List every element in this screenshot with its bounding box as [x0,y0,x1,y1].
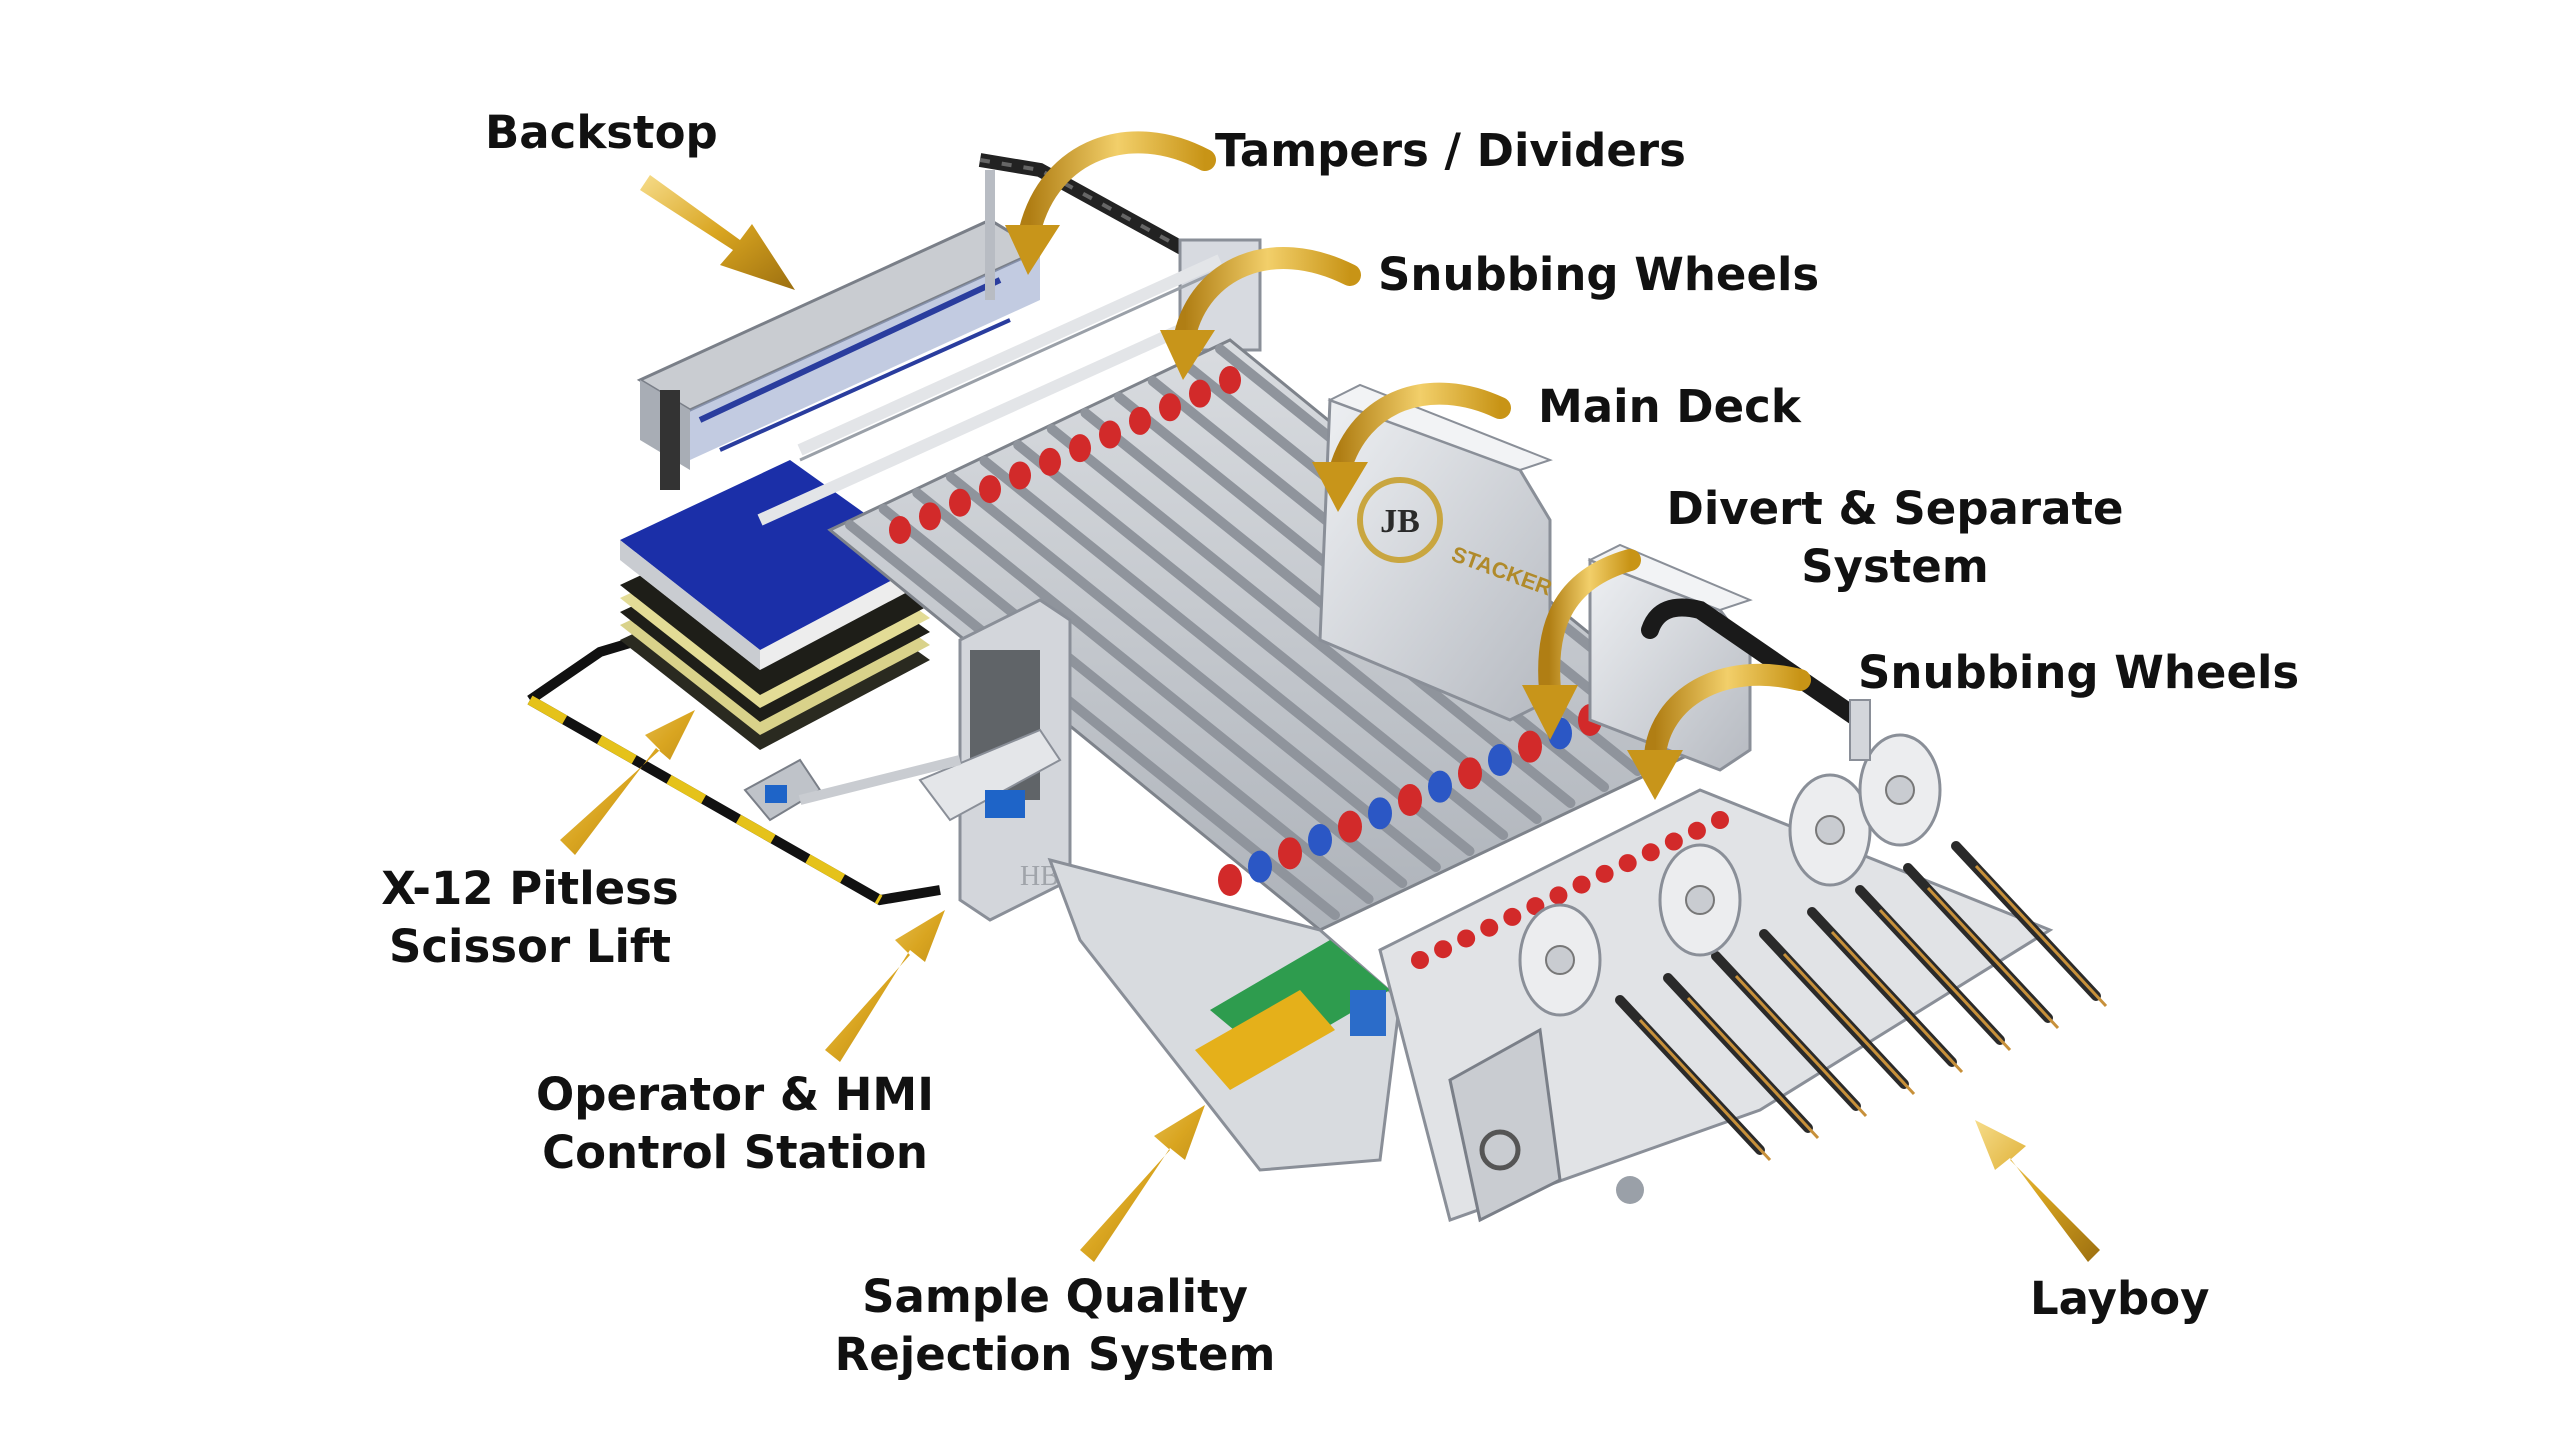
scissor-lift [620,460,930,750]
label-tampers-dividers: Tampers / Dividers [1215,124,1686,177]
snubbing-wheel [1189,379,1211,408]
deck-roller [1428,770,1452,803]
label-sample-line1: Sample Quality [862,1270,1248,1323]
callout-arrows [560,131,2100,1262]
arrow-scissor-lift [560,710,695,855]
machine-logo-icon [1357,477,1443,563]
arrow-operator [825,910,945,1062]
label-scissor-line1: X-12 Pitless [381,862,679,915]
layboy-fork-edge [1686,996,1820,1140]
machine: JB STACKER HB [527,153,2108,1223]
snubbing-wheel [1009,461,1031,490]
snubbing-wheel [1069,434,1091,463]
divert-roller [1480,918,1499,937]
label-divert-line1: Divert & Separate [1666,482,2124,535]
wheel-hub [1685,885,1715,915]
divert-roller [1572,875,1591,894]
arrow-divert [1522,549,1641,740]
svg-text:JB: JB [1380,503,1420,540]
divert-roller [1411,951,1429,969]
deck-roller [1368,797,1392,830]
label-snubbing-wheels-top: Snubbing Wheels [1378,248,1820,301]
snubbing-wheel [1099,420,1121,449]
divert-roller [1664,832,1683,851]
label-operator-line2: Control Station [542,1126,928,1179]
divert-roller [1618,854,1637,873]
label-sample-rejection: Sample Quality Rejection System [825,1268,1285,1384]
arrow-sample-rejection [1080,1105,1205,1262]
label-layboy: Layboy [2030,1272,2210,1325]
base-frame [1047,857,1402,1172]
label-divert-line2: System [1801,540,1989,593]
label-sample-line2: Rejection System [834,1328,1276,1381]
divert-roller [1595,864,1614,883]
label-operator-station: Operator & HMI Control Station [530,1066,940,1182]
deck-slat [1046,424,1542,824]
arrow-layboy [1975,1120,2100,1262]
snubbing-wheel [1219,366,1241,394]
layboy-fork-edge [1926,886,2060,1030]
operator-station: HB [743,598,1072,922]
snubbing-wheel [949,488,971,517]
deck-roller [1398,784,1422,816]
arrow-tampers [1005,131,1216,275]
label-operator-line1: Operator & HMI [536,1068,934,1121]
deck-slat [945,472,1441,872]
divert-roller [1434,940,1453,959]
divert-cabinet [1587,543,1869,772]
wheel-hub [1815,815,1845,845]
deck-roller [1518,730,1542,763]
deck-slat [878,504,1374,904]
snubbing-wheel [1039,447,1061,476]
arrow-main-deck [1312,382,1511,512]
label-divert-separate: Divert & Separate System [1665,480,2125,596]
divert-roller [1641,843,1660,862]
arrow-backstop [640,175,795,290]
deck-roller [1248,850,1272,883]
deck-slat [1013,440,1509,840]
layboy-fork-edge [1830,930,1964,1074]
deck-roller [1218,864,1242,896]
divert-roller [1503,907,1522,926]
snubbing-wheel [889,516,911,544]
backstop-frame [636,218,1044,490]
deck-slat [979,456,1475,856]
layboy-fork-edge [1638,1018,1772,1162]
deck-roller [1488,744,1512,776]
divert-roller [1457,929,1476,948]
reject-chute [1195,990,1335,1090]
divert-roller [1711,811,1729,829]
pallet-blue-sheet [620,460,930,650]
label-scissor-lift: X-12 Pitless Scissor Lift [380,860,680,976]
layboy [1378,699,2108,1223]
deck-slat [912,488,1408,888]
layboy-fork-edge [1878,908,2012,1052]
layboy-fork-edge [1974,864,2108,1008]
deck-roller [1338,810,1362,843]
hmi-screen [985,790,1025,818]
deck-roller [1458,757,1482,790]
deck-roller [1308,824,1332,856]
layboy-fork-edge [1734,974,1868,1118]
label-main-deck: Main Deck [1538,380,1801,433]
label-backstop: Backstop [485,106,718,159]
deck-roller [1278,837,1302,870]
divert-roller [1549,886,1568,905]
label-scissor-line2: Scissor Lift [388,920,672,973]
label-snubbing-wheels-right: Snubbing Wheels [1858,646,2300,699]
divert-roller [1687,821,1706,840]
layboy-fork-edge [1782,952,1916,1096]
snubbing-wheel [1159,393,1181,422]
snubbing-wheel [919,502,941,531]
wheel-hub [1885,775,1915,805]
deck-slat [845,520,1340,920]
snubbing-wheel [979,475,1001,504]
snubbing-wheel [1129,406,1151,435]
wheel-hub [1545,945,1575,975]
arrow-snubbing-top [1160,247,1361,380]
arrow-snubbing-right [1627,663,1811,800]
